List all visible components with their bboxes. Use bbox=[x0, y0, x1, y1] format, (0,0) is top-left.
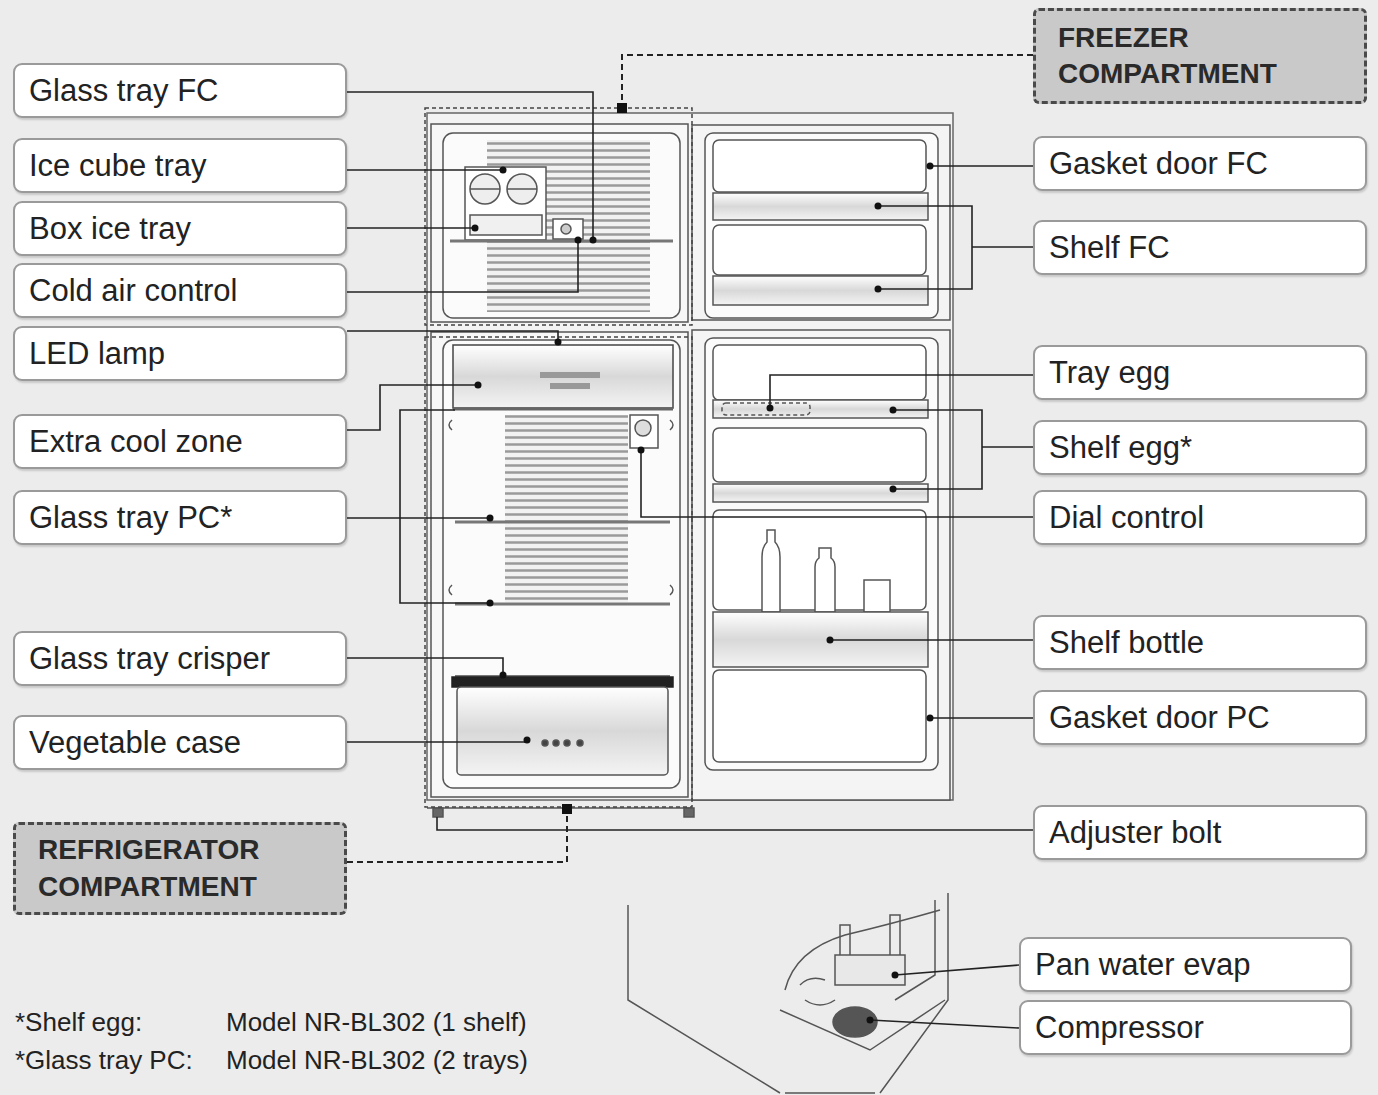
label-box: Extra cool zone bbox=[13, 414, 347, 469]
part-name: Adjuster bolt bbox=[1049, 815, 1221, 851]
part-name: Box ice tray bbox=[29, 211, 191, 247]
part-name: Gasket door FC bbox=[1049, 146, 1268, 182]
part-name: Dial control bbox=[1049, 500, 1204, 536]
label-box: Tray egg bbox=[1033, 345, 1367, 400]
label-box: Ice cube tray bbox=[13, 138, 347, 193]
label-box: LED lamp bbox=[13, 326, 347, 381]
part-name: Ice cube tray bbox=[29, 148, 206, 184]
label-box: Glass tray FC bbox=[13, 63, 347, 118]
part-name: Extra cool zone bbox=[29, 424, 243, 460]
label-box: Glass tray crisper bbox=[13, 631, 347, 686]
part-name: Gasket door PC bbox=[1049, 700, 1270, 736]
label-box: Glass tray PC* bbox=[13, 490, 347, 545]
part-name: Cold air control bbox=[29, 273, 237, 309]
label-box: Gasket door FC bbox=[1033, 136, 1367, 191]
label-box: Vegetable case bbox=[13, 715, 347, 770]
part-name: Compressor bbox=[1035, 1010, 1204, 1046]
footnote-text: Model NR-BL302 (2 trays) bbox=[226, 1045, 528, 1076]
label-box: Compressor bbox=[1019, 1000, 1352, 1055]
part-name: Glass tray crisper bbox=[29, 641, 270, 677]
part-name: Shelf bottle bbox=[1049, 625, 1204, 661]
part-name: Pan water evap bbox=[1035, 947, 1250, 983]
label-box: Pan water evap bbox=[1019, 937, 1352, 992]
compartment-title: FREEZER COMPARTMENT bbox=[1058, 20, 1308, 93]
label-box: Cold air control bbox=[13, 263, 347, 318]
compartment-box: FREEZER COMPARTMENT bbox=[1033, 8, 1367, 104]
label-box: Box ice tray bbox=[13, 201, 347, 256]
label-box: Gasket door PC bbox=[1033, 690, 1367, 745]
part-name: LED lamp bbox=[29, 336, 165, 372]
part-name: Shelf egg* bbox=[1049, 430, 1192, 466]
footnote-text: Model NR-BL302 (1 shelf) bbox=[226, 1007, 527, 1038]
label-box: Shelf egg* bbox=[1033, 420, 1367, 475]
part-name: Vegetable case bbox=[29, 725, 241, 761]
compartment-title: REFRIGERATOR COMPARTMENT bbox=[38, 832, 288, 905]
compartment-box: REFRIGERATOR COMPARTMENT bbox=[13, 822, 347, 915]
footnote-text: *Glass tray PC: bbox=[15, 1045, 193, 1076]
label-box: Adjuster bolt bbox=[1033, 805, 1367, 860]
part-name: Tray egg bbox=[1049, 355, 1170, 391]
part-name: Glass tray PC* bbox=[29, 500, 232, 536]
label-box: Shelf bottle bbox=[1033, 615, 1367, 670]
label-box: Dial control bbox=[1033, 490, 1367, 545]
part-name: Shelf FC bbox=[1049, 230, 1170, 266]
part-name: Glass tray FC bbox=[29, 73, 218, 109]
label-box: Shelf FC bbox=[1033, 220, 1367, 275]
footnote-text: *Shelf egg: bbox=[15, 1007, 142, 1038]
